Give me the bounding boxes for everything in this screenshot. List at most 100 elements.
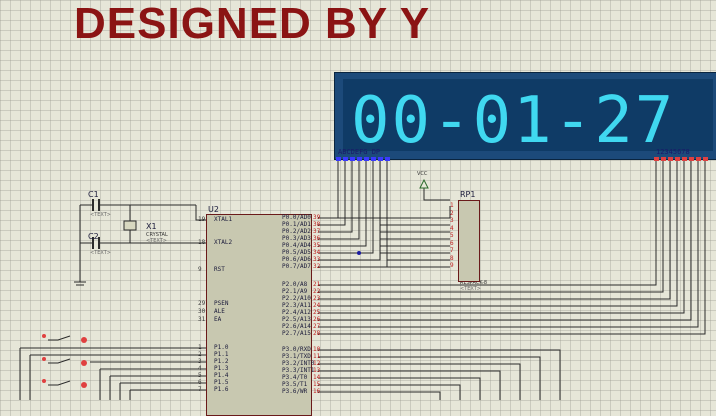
mcu-pin-name: P3.0/RXD xyxy=(282,346,311,353)
mcu-pin-number: 21 xyxy=(313,281,321,288)
mcu-pin-number: 19 xyxy=(198,216,206,223)
rp-pin-number: 8 xyxy=(450,254,454,262)
x1-type: CRYSTAL xyxy=(146,232,168,238)
mcu-pin-number: 18 xyxy=(198,239,206,246)
mcu-pin-number: 25 xyxy=(313,309,321,316)
rp-pin-number: 5 xyxy=(450,232,454,239)
mcu-pin-number: 31 xyxy=(198,316,206,323)
mcu-pin-number: 14 xyxy=(313,374,321,381)
mcu-pin-number: 27 xyxy=(313,323,321,330)
rp1-text: <TEXT> xyxy=(460,286,481,292)
seven-segment-display[interactable]: 00-01-27 xyxy=(334,72,716,160)
mcu-pin-number: 28 xyxy=(313,330,321,337)
mcu-pin-number: 12 xyxy=(313,360,321,367)
mcu-pin-name: P0.3/AD3 xyxy=(282,235,311,242)
rp-pin-number: 6 xyxy=(450,239,454,247)
mcu-pin-name: P0.2/AD2 xyxy=(282,228,311,235)
c1-label: C1 xyxy=(88,190,99,199)
mcu-pin-name: P3.6/WR xyxy=(282,388,308,395)
mcu-pin-number: 3 xyxy=(198,358,202,365)
rp-pin-number: 4 xyxy=(450,224,454,232)
segment-pin-labels: ABCDEFG DP xyxy=(338,148,381,156)
mcu-pin-number: 22 xyxy=(313,288,321,295)
c2-label: C2 xyxy=(88,232,99,241)
mcu-pin-name: P1.0 xyxy=(214,344,229,351)
mcu-pin-name: P2.6/A14 xyxy=(282,323,311,330)
mcu-pin-number: 32 xyxy=(313,263,321,270)
mcu-pin-number: 11 xyxy=(313,353,321,360)
mcu-pin-number: 9 xyxy=(198,266,202,273)
mcu-pin-number: 23 xyxy=(313,295,321,302)
designer-banner: DESIGNED BY Y xyxy=(74,0,431,48)
mcu-pin-number: 34 xyxy=(313,249,321,256)
mcu-pin-name: P2.0/A8 xyxy=(282,281,308,288)
mcu-pin-number: 6 xyxy=(198,379,202,386)
mcu-pin-number: 13 xyxy=(313,367,321,374)
mcu-pin-name: P0.7/AD7 xyxy=(282,263,311,270)
mcu-pin-name: PSEN xyxy=(214,300,229,307)
mcu-pin-name: P2.3/A11 xyxy=(282,302,311,309)
resistor-pack[interactable] xyxy=(458,200,480,282)
mcu-pin-name: P1.5 xyxy=(214,379,229,386)
mcu-pin-number: 33 xyxy=(313,256,321,263)
mcu-pin-name: P0.1/AD1 xyxy=(282,221,311,228)
schematic-wires xyxy=(19,157,708,400)
display-digits: 00-01-27 xyxy=(351,84,676,158)
mcu-pin-name: P2.5/A13 xyxy=(282,316,311,323)
mcu-pin-name: P3.5/T1 xyxy=(282,381,308,388)
rp1-type: RESPACK-8 xyxy=(460,280,488,286)
mcu-pin-number: 4 xyxy=(198,365,202,372)
rp-pin-number: 9 xyxy=(450,262,454,269)
mcu-pin-name: P3.2/INT0 xyxy=(282,360,315,367)
mcu-pin-name: P2.2/A10 xyxy=(282,295,311,302)
u2-label: U2 xyxy=(208,205,219,214)
mcu-pin-number: 7 xyxy=(198,386,202,393)
mcu-pin-name: P1.4 xyxy=(214,372,229,379)
rp-pin-number: 2 xyxy=(450,209,454,217)
mcu-pin-name: RST xyxy=(214,266,225,273)
mcu-pin-number: 15 xyxy=(313,381,321,388)
rp1-label: RP1 xyxy=(460,190,476,199)
mcu-pin-name: P3.3/INT1 xyxy=(282,367,315,374)
mcu-pin-name: EA xyxy=(214,316,222,323)
rp-pin-number: 3 xyxy=(450,217,454,224)
mcu-pin-number: 10 xyxy=(313,346,321,353)
mcu-pin-name: P0.5/AD5 xyxy=(282,249,311,256)
c2-text: <TEXT> xyxy=(90,250,111,256)
mcu-pin-number: 26 xyxy=(313,316,321,323)
mcu-pin-number: 39 xyxy=(313,214,321,221)
mcu-pin-name: P3.1/TXD xyxy=(282,353,311,360)
mcu-pin-number: 30 xyxy=(198,308,206,315)
rp-pin-number: 1 xyxy=(450,202,454,209)
mcu-pin-name: XTAL2 xyxy=(214,239,233,246)
mcu-pin-number: 16 xyxy=(313,388,321,395)
mcu-pin-number: 36 xyxy=(313,235,321,242)
mcu-pin-name: P2.1/A9 xyxy=(282,288,308,295)
display-panel: 00-01-27 xyxy=(343,79,713,157)
mcu-pin-name: P0.0/AD0 xyxy=(282,214,311,221)
mcu-pin-number: 29 xyxy=(198,300,206,307)
c1-text: <TEXT> xyxy=(90,212,111,218)
mcu-pin-number: 35 xyxy=(313,242,321,249)
mcu-pin-name: ALE xyxy=(214,308,225,315)
mcu-pin-name: P0.4/AD4 xyxy=(282,242,311,249)
mcu-pin-number: 5 xyxy=(198,372,202,379)
mcu-pin-number: 2 xyxy=(198,351,202,358)
vcc-label: VCC xyxy=(417,171,428,177)
mcu-pin-name: P1.6 xyxy=(214,386,229,393)
mcu-pin-name: P0.6/AD6 xyxy=(282,256,311,263)
mcu-pin-name: P2.7/A15 xyxy=(282,330,311,337)
digit-pin-labels: 12345678 xyxy=(656,148,690,156)
mcu-pin-number: 24 xyxy=(313,302,321,309)
x1-label: X1 xyxy=(146,222,157,231)
x1-text: <TEXT> xyxy=(146,238,167,244)
mcu-pin-name: XTAL1 xyxy=(214,216,233,223)
rp-pin-number: 7 xyxy=(450,247,454,254)
mcu-pin-name: P3.4/T0 xyxy=(282,374,308,381)
mcu-pin-name: P1.3 xyxy=(214,365,229,372)
mcu-chip[interactable] xyxy=(206,214,312,416)
mcu-pin-name: P1.2 xyxy=(214,358,229,365)
mcu-pin-number: 38 xyxy=(313,221,321,228)
mcu-pin-number: 1 xyxy=(198,344,202,351)
mcu-pin-name: P1.1 xyxy=(214,351,229,358)
